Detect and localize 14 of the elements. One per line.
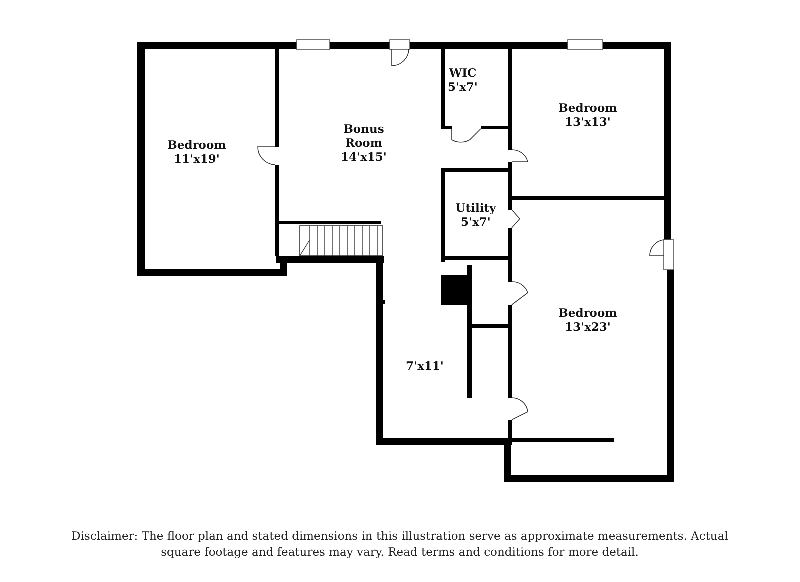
room-name: Bonus Room bbox=[342, 122, 386, 150]
room-dimensions: 5'x7' bbox=[447, 80, 479, 94]
disclaimer-caption: Disclaimer: The floor plan and stated dimensions in this illustration serve as approximate measurements. Actual square footage and features may vary. Read terms and conditions for more detail. bbox=[70, 528, 730, 560]
room-name: Utility bbox=[454, 201, 498, 215]
room-dimensions: 7'x11' bbox=[405, 359, 445, 373]
room-dimensions: 14'x15' bbox=[340, 150, 388, 164]
room-dimensions: 5'x7' bbox=[460, 215, 492, 229]
room-name: Bedroom bbox=[166, 138, 228, 152]
room-dimensions: 13'x13' bbox=[564, 115, 612, 129]
room-name: Bedroom bbox=[558, 306, 618, 320]
room-dimensions: 11'x19' bbox=[173, 152, 221, 166]
room-name: WIC bbox=[448, 66, 478, 80]
room-dimensions: 13'x23' bbox=[564, 320, 612, 334]
room-name: Bedroom bbox=[558, 101, 618, 115]
